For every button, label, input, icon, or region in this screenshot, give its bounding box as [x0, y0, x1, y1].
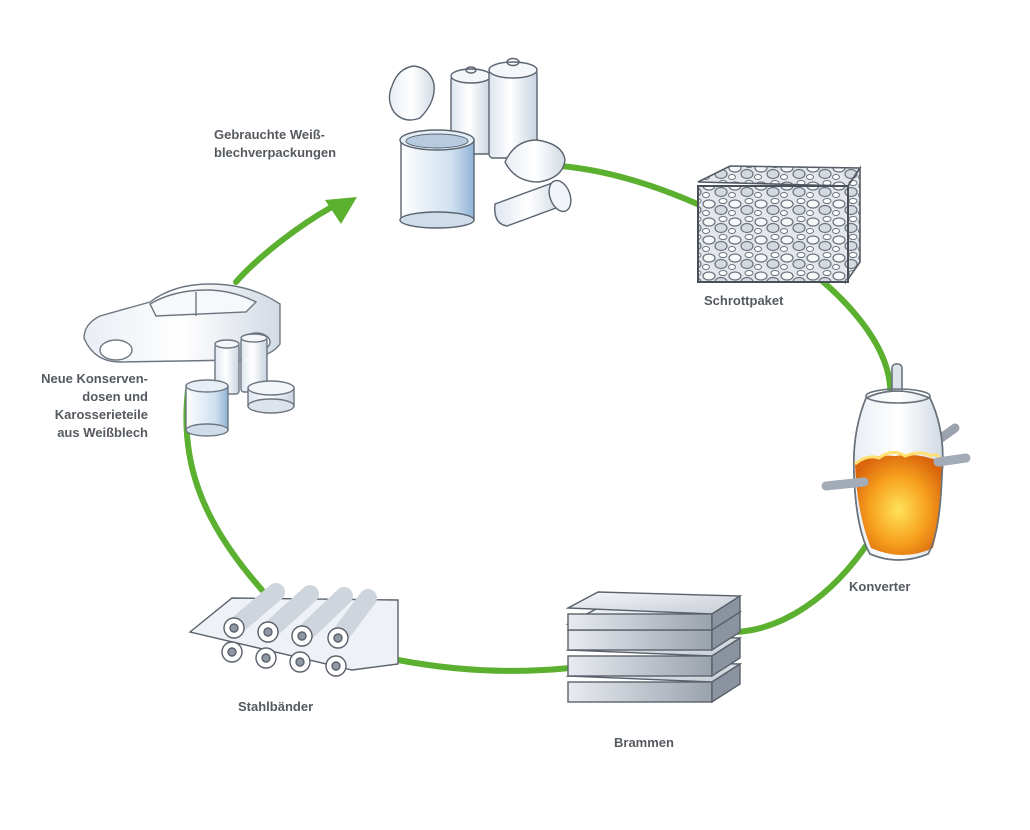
- car-body-icon: [83, 283, 295, 437]
- label-slabs: Brammen: [614, 734, 674, 752]
- label-line: aus Weißblech: [57, 425, 148, 440]
- label-new-products: Neue Konserven- dosen und Karosserieteil…: [24, 370, 148, 442]
- label-line: dosen und: [82, 389, 148, 404]
- label-line: Konverter: [849, 579, 911, 594]
- cycle-arrowhead: [325, 197, 357, 224]
- label-line: Karosserieteile: [54, 407, 148, 422]
- label-line: Neue Konserven-: [41, 371, 148, 386]
- label-used-packaging: Gebrauchte Weiß- blechverpackungen: [214, 126, 336, 162]
- label-steel-strips: Stahlbänder: [238, 698, 313, 716]
- label-line: Brammen: [614, 735, 674, 750]
- label-line: Gebrauchte Weiß-: [214, 127, 326, 142]
- label-scrap-bale: Schrottpaket: [704, 292, 783, 310]
- steel-rolls-icon: [188, 583, 399, 677]
- scrap-bale-icon: [697, 165, 862, 285]
- slabs-icon: [565, 591, 743, 704]
- label-converter: Konverter: [849, 578, 910, 596]
- cans-icon: [388, 57, 572, 229]
- label-line: Stahlbänder: [238, 699, 314, 714]
- label-line: blechverpackungen: [214, 145, 337, 160]
- label-line: Schrottpaket: [704, 293, 784, 308]
- converter-icon: [821, 363, 971, 561]
